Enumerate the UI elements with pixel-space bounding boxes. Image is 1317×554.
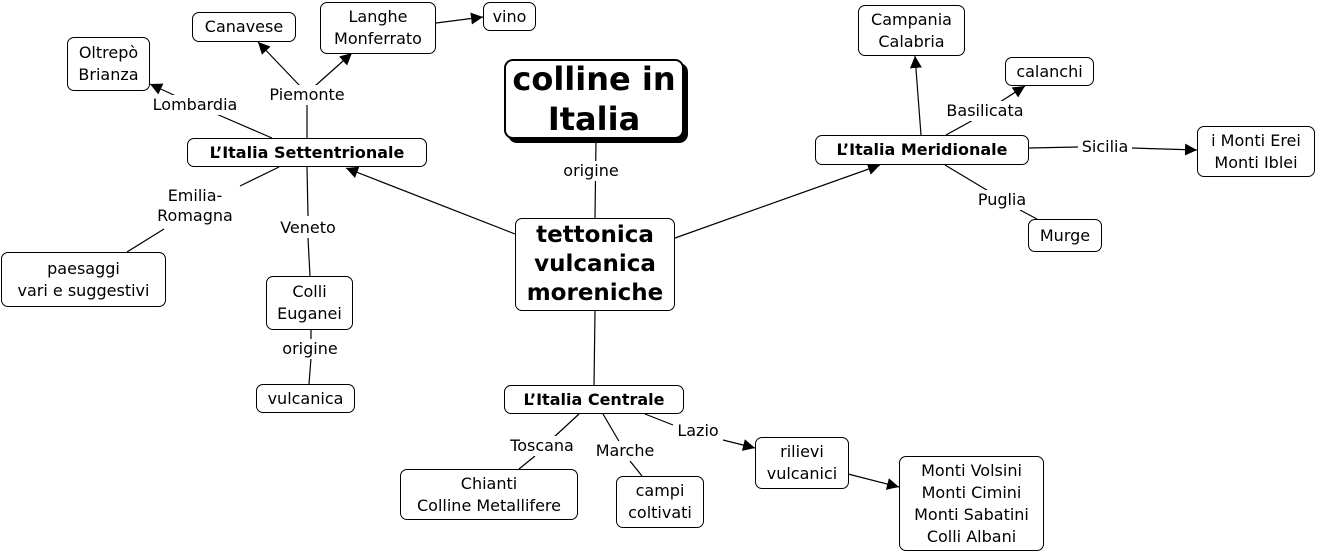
concept-oltrepo-brianza[interactable]: Oltrepò Brianza	[67, 37, 150, 91]
edge-hub-sud	[674, 163, 881, 239]
edge-sud-basilicata	[945, 118, 976, 136]
concept-vino[interactable]: vino	[483, 2, 536, 31]
link-label-marche: Marche	[594, 441, 656, 461]
concept-hub-origin-types[interactable]: tettonica vulcanica moreniche	[515, 218, 675, 311]
edge-centro-lazio	[644, 413, 674, 426]
edge-toscana-chianti	[518, 455, 536, 470]
concept-chianti[interactable]: Chianti Colline Metallifere	[400, 469, 578, 520]
edge-basilicata-calanchi	[999, 85, 1026, 103]
concept-calanchi[interactable]: calanchi	[1005, 57, 1094, 86]
edge-emilia-paesaggi	[126, 228, 165, 253]
concept-rilievi-vulcanici[interactable]: rilievi vulcanici	[755, 437, 849, 489]
concept-paesaggi[interactable]: paesaggi vari e suggestivi	[1, 252, 166, 307]
edge-rilievi-monti	[847, 473, 900, 490]
edge-nord-veneto	[306, 166, 309, 217]
concept-italia-centrale[interactable]: L’Italia Centrale	[504, 385, 684, 414]
edge-hub-centro	[593, 310, 596, 386]
edge-langhe-vino	[435, 12, 484, 25]
edge-lazio-rilievi	[722, 439, 756, 451]
edge-veneto-euganei	[307, 237, 311, 277]
edge-nord-emilia	[239, 166, 280, 187]
concept-langhe-monferrato[interactable]: Langhe Monferrato	[320, 2, 436, 54]
link-label-veneto: Veneto	[279, 218, 337, 238]
concept-italia-meridionale[interactable]: L’Italia Meridionale	[815, 135, 1029, 165]
concept-monti-lazio[interactable]: Monti Volsini Monti Cimini Monti Sabatin…	[899, 456, 1044, 551]
concept-monti-erei-iblei[interactable]: i Monti Erei Monti Iblei	[1197, 126, 1315, 177]
link-label-sicilia: Sicilia	[1080, 137, 1130, 157]
link-label-toscana: Toscana	[509, 436, 575, 456]
concept-italia-settentrionale[interactable]: L’Italia Settentrionale	[187, 138, 427, 167]
link-label-basilicata: Basilicata	[945, 101, 1025, 121]
edge-piemonte-langhe	[314, 52, 353, 87]
link-label-puglia: Puglia	[976, 190, 1028, 210]
edge-sud-puglia	[944, 164, 991, 193]
edge-sicilia-erei	[1131, 143, 1198, 156]
edge-sud-sicilia	[1028, 146, 1079, 149]
edge-nord-lombardia	[213, 112, 273, 139]
concept-canavese[interactable]: Canavese	[192, 12, 296, 42]
edge-origine-vulcanica	[308, 357, 312, 385]
edge-hub-nord	[345, 166, 516, 235]
link-label-origine: origine	[562, 161, 620, 181]
concept-murge[interactable]: Murge	[1028, 219, 1102, 252]
link-label-piemonte: Piemonte	[268, 85, 346, 105]
edge-sud-campania	[909, 55, 922, 136]
edge-marche-campi	[629, 460, 643, 477]
edge-piemonte-canavese	[257, 41, 301, 87]
link-label-lazio: Lazio	[676, 421, 720, 441]
edge-puglia-murge	[1019, 209, 1038, 220]
concept-title[interactable]: colline in Italia	[504, 59, 684, 139]
concept-vulcanica[interactable]: vulcanica	[256, 384, 355, 413]
concept-colli-euganei[interactable]: Colli Euganei	[266, 276, 353, 330]
link-label-origine-euganei: origine	[281, 339, 339, 359]
link-label-emilia-romagna: Emilia- Romagna	[156, 186, 234, 226]
concept-campania-calabria[interactable]: Campania Calabria	[858, 5, 965, 56]
concept-campi-coltivati[interactable]: campi coltivati	[616, 476, 704, 528]
edge-lombardia-oltrepo	[149, 83, 179, 98]
edge-centro-marche	[602, 413, 621, 444]
edge-centro-toscana	[552, 413, 580, 439]
link-label-lombardia: Lombardia	[151, 95, 239, 115]
